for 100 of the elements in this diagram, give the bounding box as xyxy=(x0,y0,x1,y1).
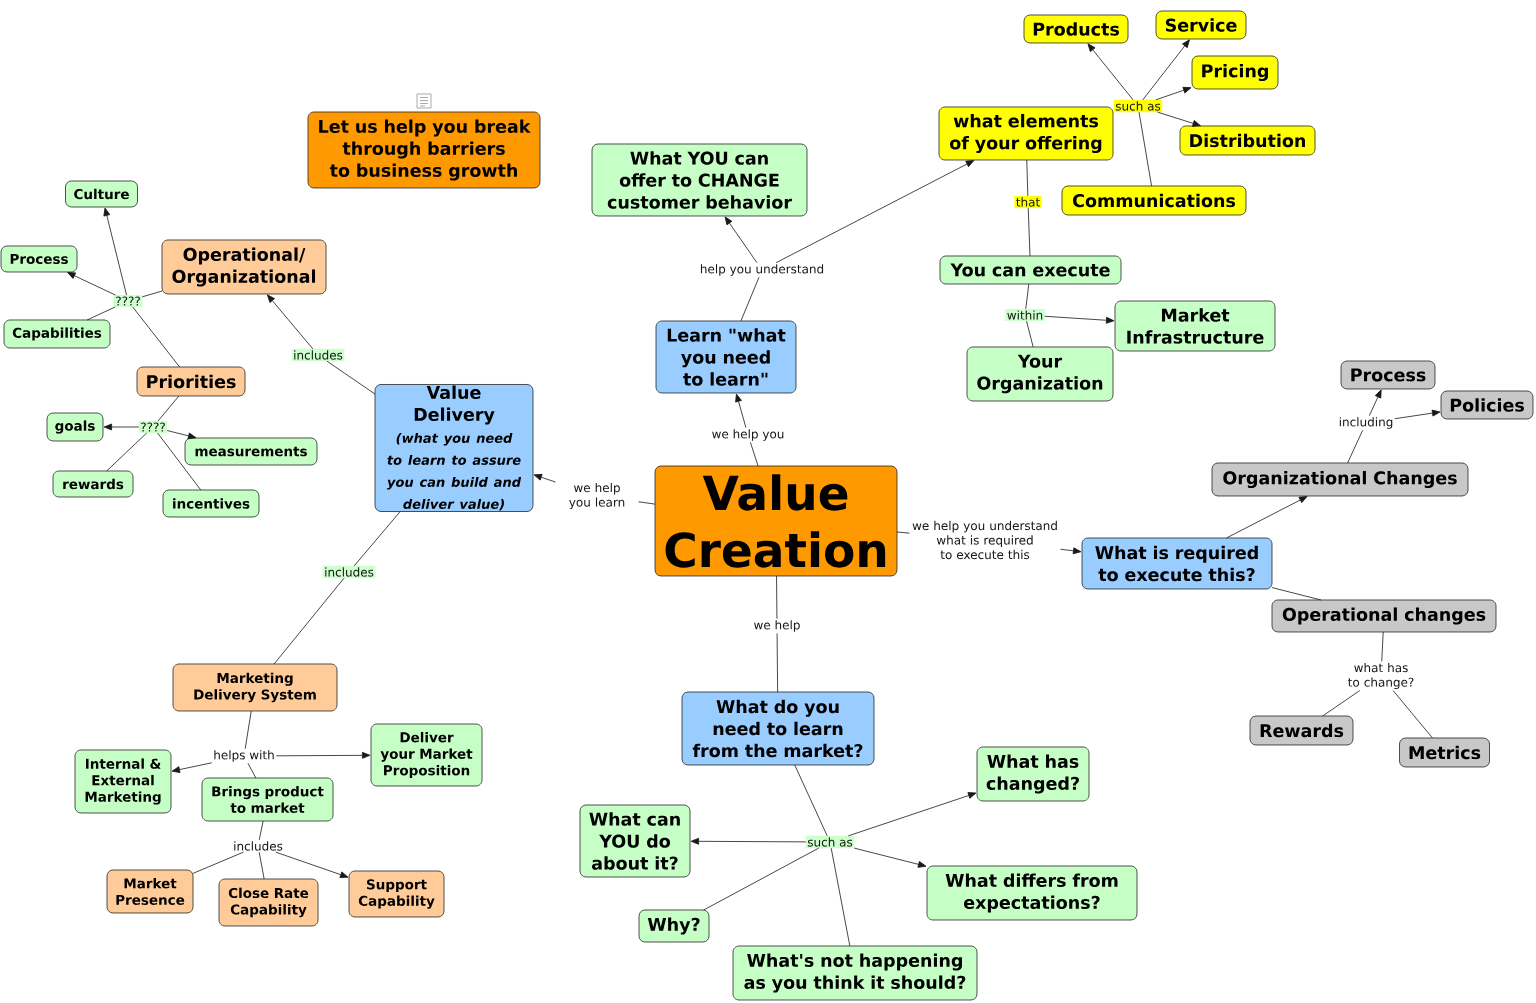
connector-line xyxy=(1347,429,1364,464)
connector-line xyxy=(750,441,759,467)
arrow xyxy=(275,851,349,878)
connector-line xyxy=(106,432,148,472)
concept-box: Your Organization xyxy=(966,346,1114,402)
concept-box: Value Creation xyxy=(654,465,898,577)
connector-line xyxy=(132,306,181,368)
linking-phrase: such as xyxy=(805,835,855,849)
connector-line xyxy=(1025,283,1030,310)
concept-box: You can execute xyxy=(939,255,1122,285)
concept-box: What is required to execute this? xyxy=(1081,537,1273,590)
concept-box: Internal & External Marketing xyxy=(74,749,172,814)
linking-phrase: ???? xyxy=(113,295,143,307)
concept-box: What's not happening as you think it should? xyxy=(732,945,978,1001)
connector-line xyxy=(776,632,779,693)
concept-box: Why? xyxy=(638,909,710,943)
linking-phrase: we help you understand what is required to execute this xyxy=(912,520,1057,560)
concept-box: Priorities xyxy=(136,366,246,397)
connector-line xyxy=(638,501,656,505)
concept-box: What do you need to learn from the market? xyxy=(681,691,875,766)
arrow xyxy=(67,272,116,296)
concept-box: Support Capability xyxy=(348,870,445,918)
concept-box: What can YOU do about it? xyxy=(579,804,691,878)
connector-line xyxy=(1271,587,1322,601)
concept-box: Products xyxy=(1023,14,1129,44)
connector-line xyxy=(141,290,163,298)
concept-box: What YOU can offer to CHANGE customer behavior xyxy=(591,143,808,217)
connector-line xyxy=(703,847,819,911)
arrow xyxy=(847,792,977,837)
arrow xyxy=(735,393,747,429)
linking-phrase: we help you learn xyxy=(569,482,625,510)
concept-box: Communications xyxy=(1061,185,1247,216)
concept-box: Learn "what you need to learn" xyxy=(655,320,797,394)
linking-phrase: that xyxy=(1014,195,1042,209)
arrow xyxy=(690,837,807,845)
concept-box: Market Presence xyxy=(106,869,194,914)
connector-line xyxy=(244,710,252,750)
connector-line xyxy=(157,395,180,422)
arrow xyxy=(171,762,213,773)
arrow xyxy=(724,216,758,264)
connector-line xyxy=(1322,690,1361,717)
concept-box: Market Infrastructure xyxy=(1114,300,1276,352)
concept-box: Capabilities xyxy=(3,319,111,349)
arrow xyxy=(275,751,371,759)
arrow xyxy=(1394,409,1441,420)
concept-box: measurements xyxy=(184,437,318,466)
connector-line xyxy=(326,360,376,395)
concept-box: Distribution xyxy=(1179,125,1316,156)
concept-box: goals xyxy=(46,412,104,442)
connector-line xyxy=(192,851,244,874)
linking-phrase: we help xyxy=(754,620,800,632)
arrow xyxy=(853,847,927,868)
concept-box: Rewards xyxy=(1249,715,1354,746)
concept-box: Let us help you break through barriers to business growth xyxy=(307,111,541,189)
linking-phrase: helps with xyxy=(214,750,274,762)
concept-box: incentives xyxy=(162,489,260,518)
concept-box: What has changed? xyxy=(976,746,1090,802)
concept-box: Marketing Delivery System xyxy=(172,663,338,712)
arrow xyxy=(267,294,314,350)
concept-box: Close Rate Capability xyxy=(218,878,319,927)
concept-box: Metrics xyxy=(1399,737,1490,768)
connector-line xyxy=(830,847,851,947)
connector-line xyxy=(258,851,265,880)
concept-box: What differs from expectations? xyxy=(926,865,1138,921)
connector-line xyxy=(776,575,778,620)
concept-box: Deliver your Market Proposition xyxy=(370,723,483,787)
arrow xyxy=(1142,39,1190,101)
arrow xyxy=(103,423,140,431)
arrow xyxy=(103,207,127,296)
arrow xyxy=(1226,496,1308,539)
linking-phrase: within xyxy=(1005,308,1045,322)
concept-box: Brings product to market xyxy=(201,777,334,822)
arrow xyxy=(775,160,975,264)
connector-line xyxy=(1026,320,1034,348)
arrow xyxy=(533,474,556,483)
concept-box: rewards xyxy=(52,470,134,498)
arrow xyxy=(1368,389,1382,417)
concept-box: Operational/ Organizational xyxy=(161,239,327,295)
linking-phrase: including xyxy=(1339,417,1393,429)
concept-box: what elements of your offering xyxy=(938,106,1114,161)
connector-line xyxy=(273,577,345,665)
concept-box: Culture xyxy=(65,180,138,208)
connector-line xyxy=(258,820,264,841)
arrow xyxy=(1157,111,1201,127)
linking-phrase: includes xyxy=(291,348,345,362)
concept-box: Process xyxy=(0,245,78,273)
concept-box: Operational changes xyxy=(1271,599,1497,633)
connector-line xyxy=(1392,690,1433,739)
connector-line xyxy=(86,306,116,321)
linking-phrase: we help you xyxy=(712,429,784,441)
connector-line xyxy=(247,762,257,779)
arrow xyxy=(1155,86,1192,101)
connector-line xyxy=(157,432,202,491)
concept-box: Organizational Changes xyxy=(1211,462,1469,497)
connector-line xyxy=(1026,159,1029,197)
linking-phrase: what has to change? xyxy=(1348,662,1414,690)
linking-phrase: includes xyxy=(322,565,376,579)
connector-line xyxy=(353,511,401,567)
connector-line xyxy=(740,276,760,322)
linking-phrase: ???? xyxy=(138,421,168,433)
